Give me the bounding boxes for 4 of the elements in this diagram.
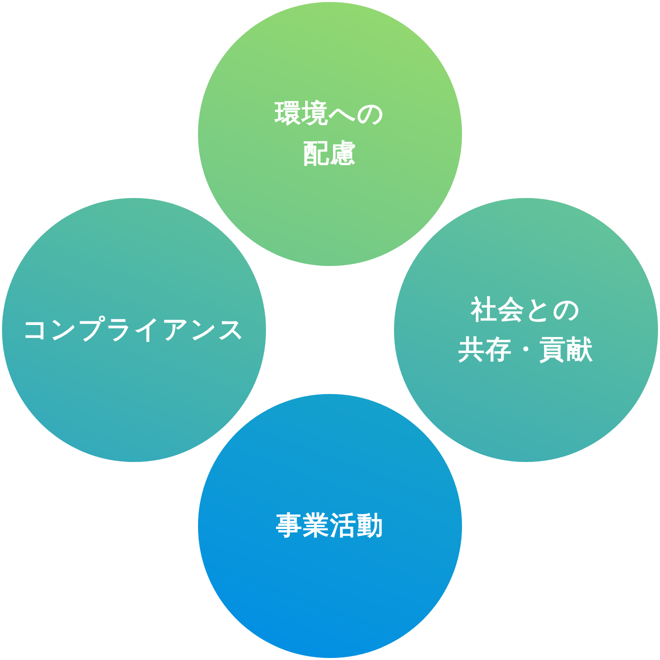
circle-label: 社会との共存・貢献 bbox=[458, 294, 594, 367]
circle-label: 環境への配慮 bbox=[275, 98, 385, 171]
circle-label: 事業活動 bbox=[276, 510, 384, 543]
circle-label: コンプライアンス bbox=[22, 314, 246, 347]
